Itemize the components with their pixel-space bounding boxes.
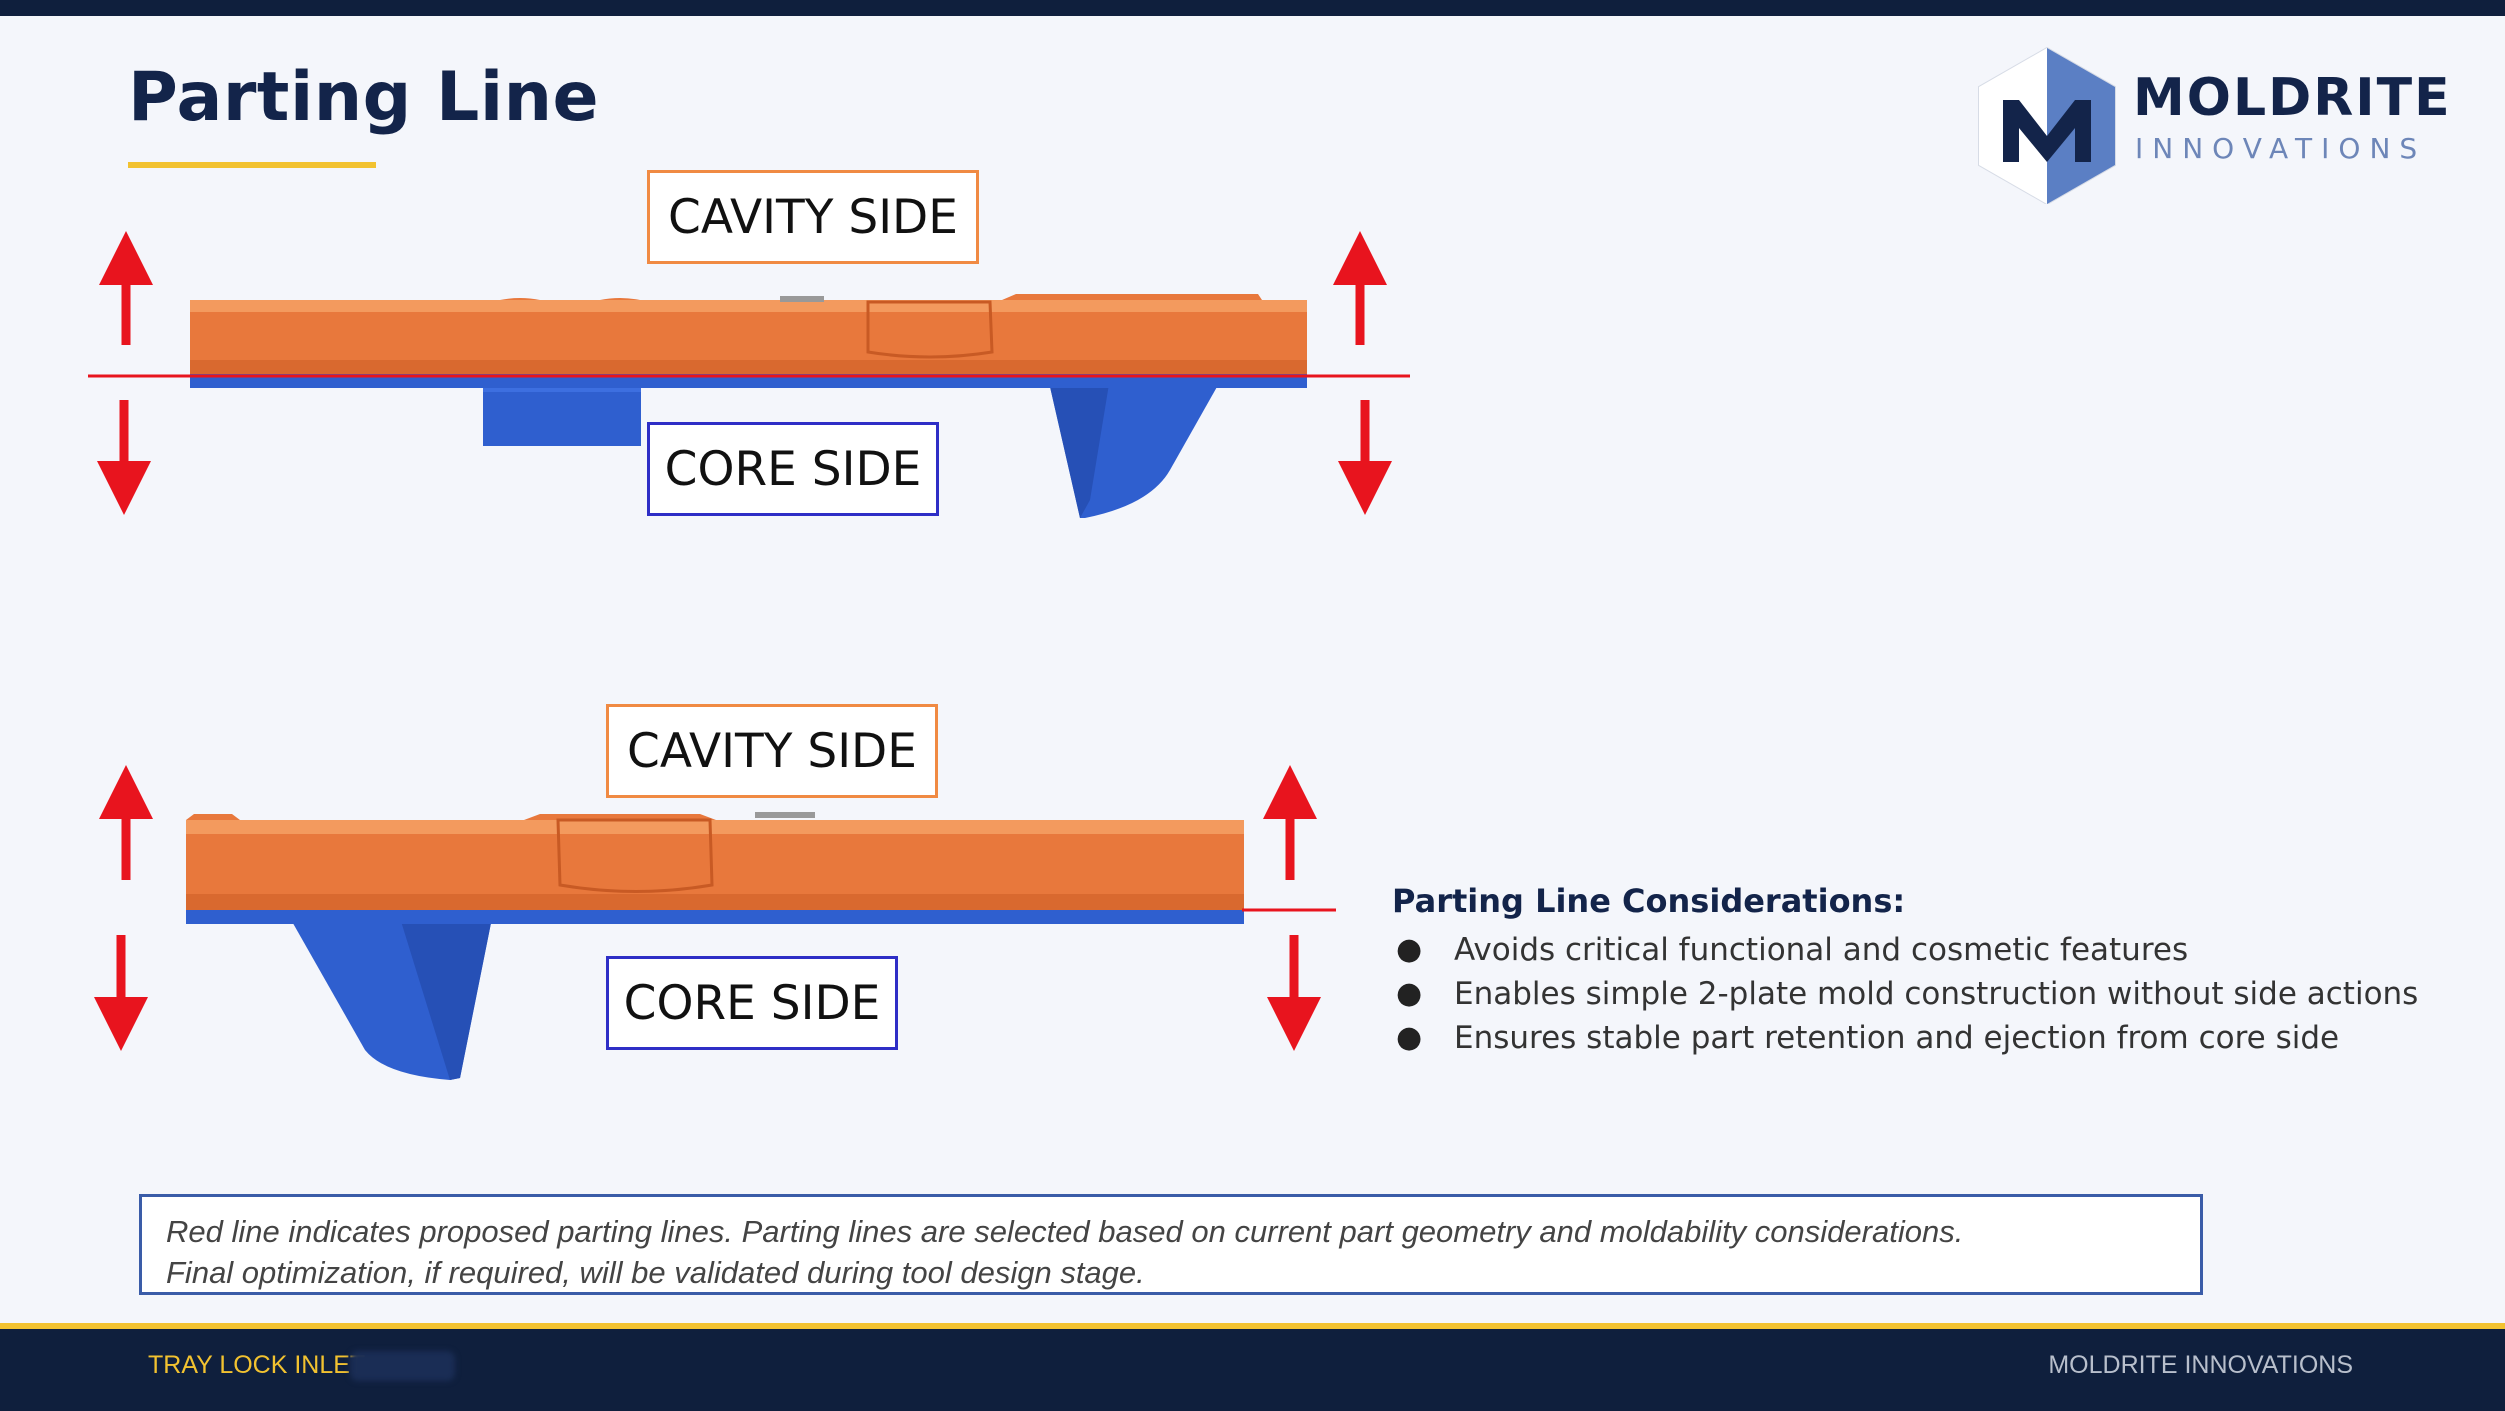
bullet-icon: ● xyxy=(1396,1020,1423,1055)
page-title: Parting Line xyxy=(128,58,600,137)
bottom-cavity-body xyxy=(186,814,1244,910)
considerations-heading: Parting Line Considerations: xyxy=(1392,882,1906,920)
top-cavity-side-label: CAVITY SIDE xyxy=(647,170,979,264)
list-item-text: Avoids critical functional and cosmetic … xyxy=(1454,932,2189,968)
logo-subtitle: INNOVATIONS xyxy=(2135,132,2427,165)
parting-line-diagram: CAVITY SIDE CORE SIDE CAVITY SIDE CORE S… xyxy=(0,150,1450,1100)
footer-bar: TRAY LOCK INLET MOLDRITE INNOVATIONS xyxy=(0,1329,2505,1411)
top-core-plate xyxy=(190,372,1307,388)
logo-wordmark: MOLDRITE xyxy=(2133,68,2452,128)
list-item: ● Avoids critical functional and cosmeti… xyxy=(1392,928,2492,972)
top-part xyxy=(88,231,1410,518)
redacted-blur xyxy=(350,1351,455,1381)
list-item: ● Ensures stable part retention and ejec… xyxy=(1392,1016,2492,1060)
bottom-core-plate xyxy=(186,908,1244,924)
footer-company-name: MOLDRITE INNOVATIONS xyxy=(2048,1351,2353,1379)
bottom-core-side-label: CORE SIDE xyxy=(606,956,898,1050)
top-core-side-label: CORE SIDE xyxy=(647,422,939,516)
bullet-icon: ● xyxy=(1396,976,1423,1011)
bottom-cavity-side-label: CAVITY SIDE xyxy=(606,704,938,798)
top-core-boss xyxy=(483,378,641,446)
bullet-icon: ● xyxy=(1396,932,1423,967)
footer-project-name: TRAY LOCK INLET xyxy=(148,1351,366,1379)
bottom-part xyxy=(94,765,1336,1080)
footer-accent-line xyxy=(0,1323,2505,1329)
note-line-2: Final optimization, if required, will be… xyxy=(166,1255,1145,1290)
considerations-block: Parting Line Considerations: ● Avoids cr… xyxy=(1392,882,2492,1060)
considerations-list: ● Avoids critical functional and cosmeti… xyxy=(1392,928,2492,1060)
note-line-1: Red line indicates proposed parting line… xyxy=(166,1214,1964,1249)
list-item-text: Enables simple 2-plate mold construction… xyxy=(1454,976,2419,1012)
parting-line-drawing xyxy=(88,231,1410,1080)
title-underline xyxy=(128,162,376,168)
note-box: Red line indicates proposed parting line… xyxy=(139,1194,2203,1295)
hexagon-m-logo-icon xyxy=(1978,46,2116,204)
top-cavity-body xyxy=(190,294,1307,374)
list-item-text: Ensures stable part retention and ejecti… xyxy=(1454,1020,2340,1056)
top-accent-bar xyxy=(0,0,2505,16)
list-item: ● Enables simple 2-plate mold constructi… xyxy=(1392,972,2492,1016)
